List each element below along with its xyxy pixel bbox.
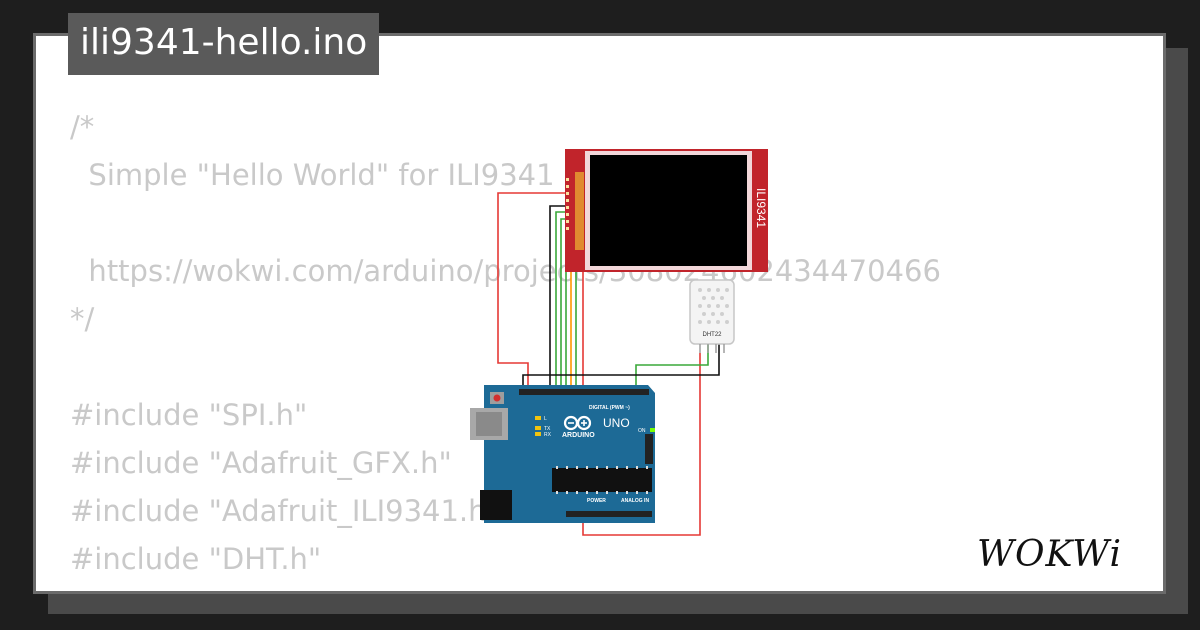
code-line: #include "DHT.h" bbox=[70, 542, 322, 576]
code-line: /* bbox=[70, 110, 95, 144]
display-screen bbox=[590, 155, 747, 266]
sensor-legs bbox=[699, 344, 725, 353]
tx-led bbox=[535, 426, 541, 430]
code-line: */ bbox=[70, 302, 95, 336]
wokwi-logo-text: WOKWi bbox=[977, 534, 1122, 575]
wire-gnd bbox=[549, 205, 567, 389]
rx-led bbox=[535, 432, 541, 436]
svg-text:ON: ON bbox=[638, 428, 646, 434]
icsp-header bbox=[645, 434, 653, 464]
code-line: Simple "Hello World" for ILI9341 bbox=[70, 158, 555, 192]
wire-cs bbox=[555, 211, 567, 389]
digital-header bbox=[519, 389, 649, 395]
wokwi-logo: WOKWi bbox=[977, 534, 1122, 575]
atmega-chip bbox=[552, 468, 652, 492]
project-filename: ili9341-hello.ino bbox=[68, 13, 380, 75]
sensor-body bbox=[689, 279, 735, 345]
wire-vcc bbox=[497, 192, 567, 389]
preview-card: /* Simple "Hello World" for ILI9341 http… bbox=[33, 33, 1166, 594]
svg-text:L: L bbox=[544, 416, 547, 422]
code-line: #include "Adafruit_GFX.h" bbox=[70, 446, 452, 480]
display-pin-header bbox=[575, 172, 584, 250]
on-led bbox=[650, 428, 655, 432]
display-label: ILI9341 bbox=[754, 188, 768, 228]
arduino-uno-board[interactable]: L TX RX ON DIGITAL (PWM ~) UNO ARDUINO P… bbox=[470, 385, 655, 523]
digital-label: DIGITAL (PWM ~) bbox=[589, 405, 630, 411]
power-label: POWER bbox=[587, 498, 606, 504]
wire-sensor-gnd bbox=[522, 343, 720, 389]
code-line: https://wokwi.com/arduino/projects/30802… bbox=[70, 254, 941, 288]
sensor-label: DHT22 bbox=[702, 332, 722, 338]
sensor-grille bbox=[698, 288, 729, 324]
analog-label: ANALOG IN bbox=[621, 498, 649, 504]
l-led bbox=[535, 416, 541, 420]
arduino-logo bbox=[563, 415, 592, 431]
svg-text:RX: RX bbox=[544, 432, 552, 438]
code-preview: /* Simple "Hello World" for ILI9341 http… bbox=[70, 103, 941, 583]
code-line: #include "Adafruit_ILI9341.h" bbox=[70, 494, 500, 528]
ili9341-display[interactable]: ILI9341 bbox=[565, 149, 768, 272]
wire-sensor-data bbox=[635, 343, 709, 389]
code-line: #include "SPI.h" bbox=[70, 398, 308, 432]
board-brand: ARDUINO bbox=[562, 432, 595, 439]
display-pins bbox=[566, 178, 569, 230]
board-model: UNO bbox=[603, 416, 630, 430]
svg-text:TX: TX bbox=[544, 426, 551, 432]
power-analog-header bbox=[566, 511, 652, 517]
power-jack bbox=[480, 490, 512, 520]
dht22-sensor[interactable]: DHT22 bbox=[689, 279, 735, 353]
